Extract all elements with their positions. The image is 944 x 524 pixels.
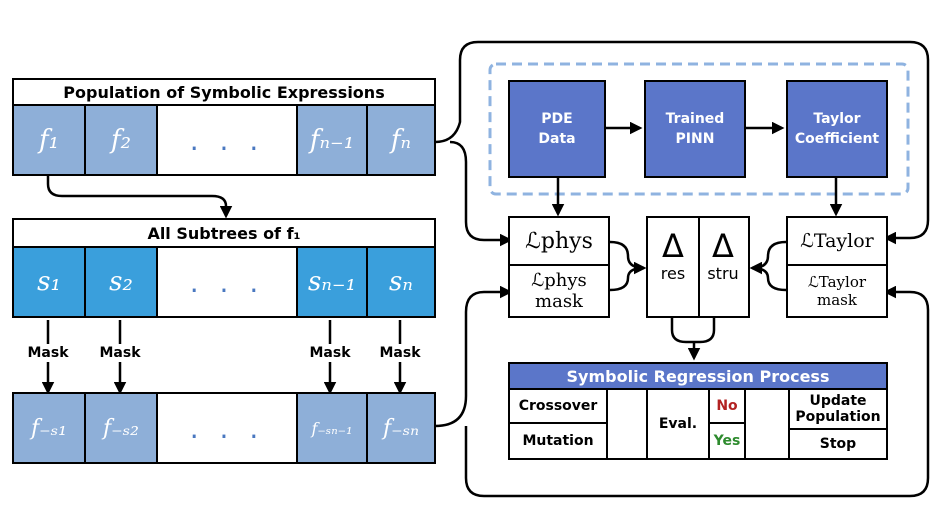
- loss-phys-mask-text: ℒphys mask: [531, 270, 587, 312]
- taylor-coefficient-label: Taylor Coefficient: [794, 111, 880, 147]
- loss-phys-mask: ℒphys mask: [510, 266, 608, 316]
- pde-data-label: PDE Data: [538, 111, 576, 147]
- crossover-op: Crossover: [510, 390, 608, 424]
- masked-panel: f₋ₛ₁ f₋ₛ₂ . . . f₋ₛₙ₋₁ f₋ₛₙ: [12, 392, 436, 464]
- mask-label-4: Mask: [378, 344, 422, 362]
- arrow-taylor-to-delta: [749, 240, 787, 275]
- delta-res-label: res: [660, 264, 686, 283]
- subtree-cell-dots: . . .: [158, 248, 298, 316]
- trained-pinn-box: Trained PINN: [644, 80, 746, 178]
- loss-phys: ℒphys: [510, 218, 608, 266]
- delta-box: Δ res Δ stru: [646, 216, 750, 318]
- yes-branch: Yes: [710, 424, 746, 458]
- masked-cell-n: f₋ₛₙ: [368, 394, 434, 462]
- arrow-phys-to-delta: [609, 240, 647, 275]
- delta-stru-label: stru: [707, 264, 739, 283]
- population-title: Population of Symbolic Expressions: [14, 80, 434, 106]
- arrow-taylormask-to-delta: [751, 266, 787, 292]
- subtrees-title: All Subtrees of f₁: [14, 220, 434, 248]
- subtree-cell-s2: s₂: [86, 248, 158, 316]
- arrow-masked-to-bottom-loop: [464, 285, 930, 498]
- stop-step: Stop: [788, 430, 886, 458]
- population-cell-dots: . . .: [158, 106, 298, 174]
- taylor-coefficient-box: Taylor Coefficient: [786, 80, 888, 178]
- mask-label-3: Mask: [308, 344, 352, 362]
- arrow-pop-to-top-loop: [434, 40, 930, 245]
- masked-cell-dots: . . .: [158, 394, 298, 462]
- masked-cell-n-1: f₋ₛₙ₋₁: [298, 394, 368, 462]
- loss-taylor-mask-text: ℒTaylor mask: [807, 273, 867, 309]
- taylor-loss-box: ℒTaylor ℒTaylor mask: [786, 216, 888, 318]
- loss-taylor: ℒTaylor: [788, 218, 886, 266]
- delta-stru-symbol: Δ: [712, 227, 734, 265]
- mask-label-1: Mask: [26, 344, 70, 362]
- arrow-physmask-to-delta: [609, 266, 645, 292]
- update-population: Update Population: [788, 390, 886, 430]
- phys-loss-box: ℒphys ℒphys mask: [508, 216, 610, 318]
- delta-stru: Δ stru: [698, 218, 748, 316]
- subtree-cell-sn: sₙ: [368, 248, 434, 316]
- mask-label-2: Mask: [98, 344, 142, 362]
- mutation-op: Mutation: [510, 424, 608, 458]
- sr-process-panel: Symbolic Regression Process Crossover Mu…: [508, 362, 888, 460]
- subtree-cell-sn-1: sₙ₋₁: [298, 248, 368, 316]
- eval-step: Eval.: [646, 390, 710, 458]
- subtrees-panel: All Subtrees of f₁ s₁ s₂ . . . sₙ₋₁ sₙ: [12, 218, 436, 318]
- arrow-masked-to-physmask: [434, 285, 513, 428]
- loss-taylor-mask: ℒTaylor mask: [788, 266, 886, 316]
- population-cell-f1: f₁: [14, 106, 86, 174]
- population-cell-fn: fₙ: [368, 106, 434, 174]
- loss-phys-text: ℒphys: [525, 228, 593, 254]
- arrow-f1-to-subtrees: [46, 175, 233, 219]
- population-panel: Population of Symbolic Expressions f₁ f₂…: [12, 78, 436, 176]
- pde-data-box: PDE Data: [508, 80, 606, 178]
- masked-cell-1: f₋ₛ₁: [14, 394, 86, 462]
- sr-process-title: Symbolic Regression Process: [510, 364, 886, 390]
- loss-taylor-text: ℒTaylor: [800, 230, 874, 252]
- pinn-dashed-frame: [488, 62, 910, 196]
- delta-res: Δ res: [648, 218, 700, 316]
- population-cell-fn-1: fₙ₋₁: [298, 106, 368, 174]
- masked-cell-2: f₋ₛ₂: [86, 394, 158, 462]
- trained-pinn-label: Trained PINN: [665, 111, 725, 147]
- delta-res-symbol: Δ: [662, 227, 684, 265]
- no-branch: No: [710, 390, 746, 424]
- arrow-delta-to-sr: [670, 318, 716, 344]
- population-cell-f2: f₂: [86, 106, 158, 174]
- arrow-pop-to-phys: [449, 140, 513, 247]
- subtree-cell-s1: s₁: [14, 248, 86, 316]
